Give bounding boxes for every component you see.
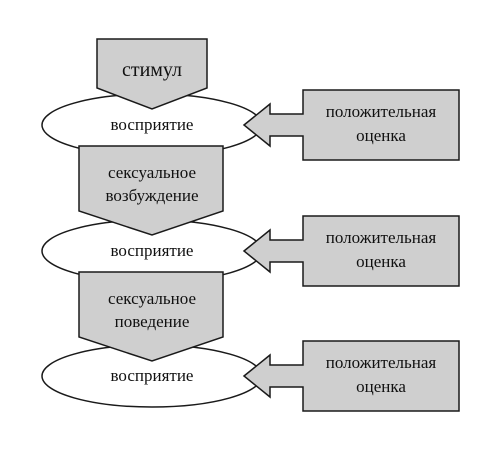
perception-label-2: восприятие	[111, 241, 194, 260]
stimulus-label: стимул	[122, 59, 182, 81]
evaluation-1-line-2: оценка	[356, 126, 406, 145]
perception-label-1: восприятие	[111, 115, 194, 134]
behavior-label-line-2: поведение	[115, 312, 190, 331]
arousal-pentagon	[78, 145, 224, 236]
arousal-label-line-1: сексуальное	[108, 163, 196, 182]
evaluation-arrow-3	[242, 340, 460, 412]
evaluation-arrow-1	[242, 89, 460, 161]
evaluation-2-line-2: оценка	[356, 252, 406, 271]
stimulus-pentagon	[96, 38, 208, 110]
evaluation-arrow-2	[242, 215, 460, 287]
behavior-pentagon	[78, 271, 224, 362]
evaluation-3-line-2: оценка	[356, 377, 406, 396]
evaluation-2-line-1: положительная	[326, 228, 437, 247]
arousal-label-line-2: возбуждение	[105, 186, 198, 205]
evaluation-1-line-1: положительная	[326, 102, 437, 121]
perception-label-3: восприятие	[111, 366, 194, 385]
behavior-label-line-1: сексуальное	[108, 289, 196, 308]
evaluation-3-line-1: положительная	[326, 353, 437, 372]
